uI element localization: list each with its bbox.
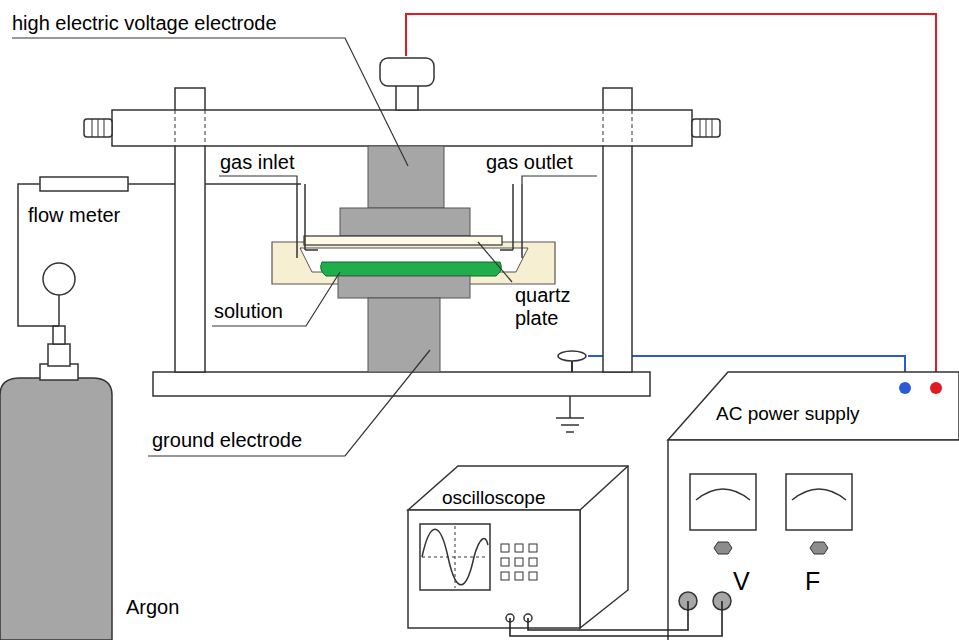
part-label: high electric voltage electrode (12, 12, 277, 35)
part-label: ground electrode (152, 429, 302, 452)
part-label: quartz plate (515, 284, 595, 330)
meter-letter: V (733, 568, 750, 596)
signal-wire (528, 601, 688, 630)
device-name: AC power supply (716, 404, 860, 425)
power-supply-box: AC power supplyV F (668, 372, 959, 601)
part-label: flow meter (28, 204, 120, 227)
device-name: oscilloscope (442, 488, 546, 509)
part-label: Argon (126, 596, 179, 619)
oscilloscope-box: oscilloscope (408, 466, 628, 618)
signal-wire (510, 601, 722, 636)
part-label: gas inlet (220, 151, 295, 174)
part-label: solution (214, 300, 283, 323)
part-label: gas outlet (486, 151, 573, 174)
meter-letter: F (805, 568, 820, 596)
